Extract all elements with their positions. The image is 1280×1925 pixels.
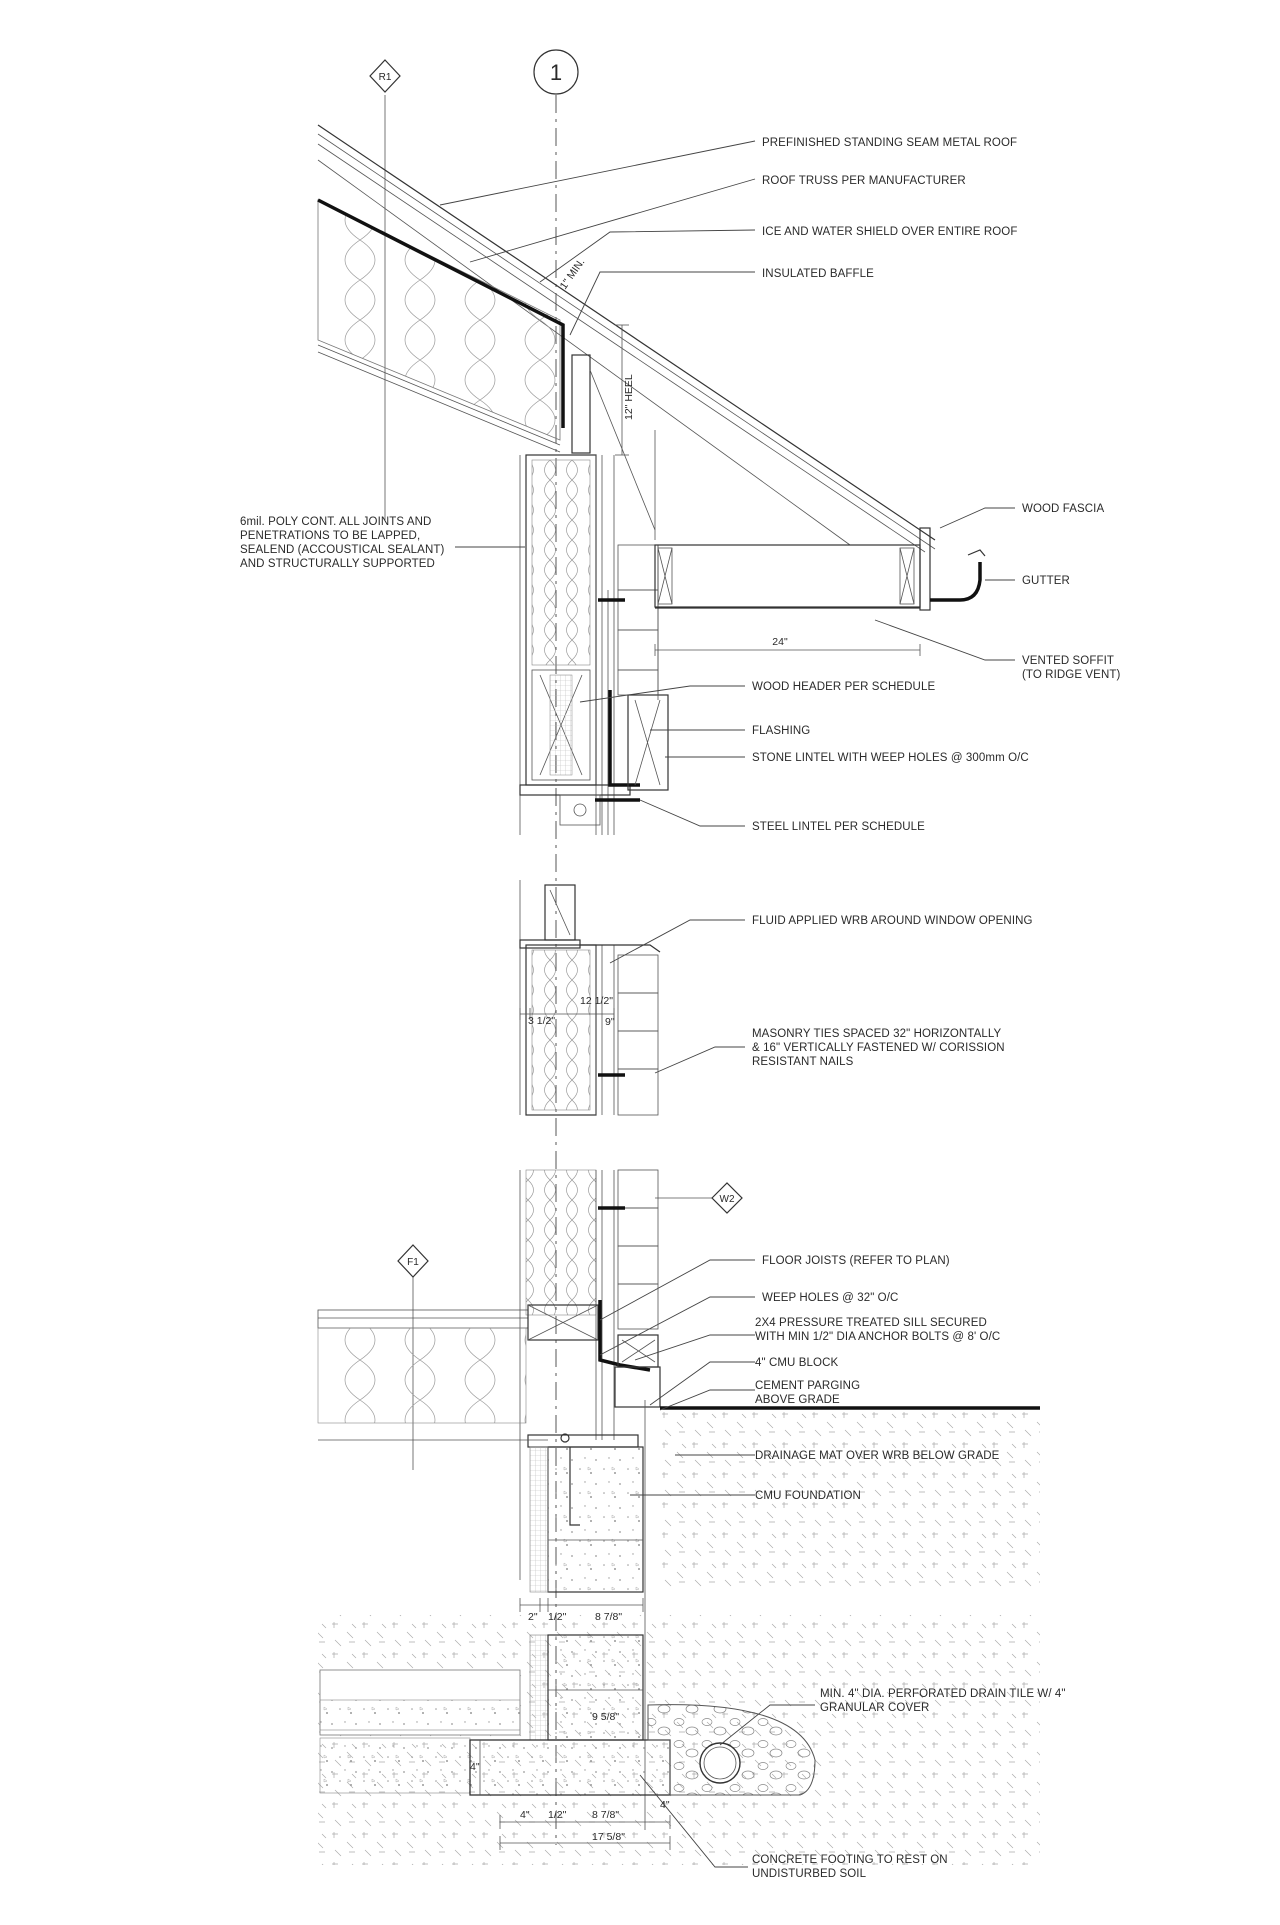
callout-soffit-line-2: (TO RIDGE VENT) [1022,669,1120,681]
dim-found-a: 2" [528,1611,538,1623]
dim-wall-c: 9" [605,1016,615,1028]
callout-poly-line-3: SEALEND (ACCOUSTICAL SEALANT) [240,544,444,556]
tag-f1-label: F1 [407,1257,419,1268]
callout-roof-truss: ROOF TRUSS PER MANUFACTURER [762,175,966,187]
mid-wall [519,880,661,1116]
leaders [439,140,1015,1868]
callout-cmu-block: 4" CMU BLOCK [755,1357,838,1369]
callout-parging-line-2: ABOVE GRADE [755,1394,840,1406]
callout-stone-lintel: STONE LINTEL WITH WEEP HOLES @ 300mm O/C [752,752,1029,764]
dim-wall-b: 12 1/2" [580,995,613,1007]
callout-fluid-wrb: FLUID APPLIED WRB AROUND WINDOW OPENING [752,915,1033,927]
callout-ties-line-3: RESISTANT NAILS [752,1056,854,1068]
callout-header: WOOD HEADER PER SCHEDULE [752,681,935,693]
tag-f1-diamond [397,1244,429,1278]
tag-w2-label: W2 [720,1194,735,1205]
floor-foundation [317,1169,1040,1830]
callout-footing-line-2: UNDISTURBED SOIL [752,1868,867,1880]
callout-baffle: INSULATED BAFFLE [762,268,874,280]
upper-wall [519,454,669,835]
callout-poly-line-2: PENETRATIONS TO BE LAPPED, [240,530,420,542]
dim-overhang: 24" [772,636,788,648]
tag-w2-diamond [711,1182,743,1214]
callout-roof-panel: PREFINISHED STANDING SEAM METAL ROOF [762,137,1017,149]
dim-foot-r: 4" [660,1799,670,1811]
callout-poly-line-4: AND STRUCTURALLY SUPPORTED [240,558,435,570]
dim-foot-mid: 1/2" [548,1809,567,1821]
dim-found-b: 1/2" [548,1611,567,1623]
dim-foot-total: 17 5/8" [592,1831,625,1843]
callout-ice-shield: ICE AND WATER SHIELD OVER ENTIRE ROOF [762,226,1017,238]
callout-weep-holes: WEEP HOLES @ 32" O/C [762,1292,898,1304]
callout-ties-line-1: MASONRY TIES SPACED 32" HORIZONTALLY [752,1028,1001,1040]
callout-footing-line-1: CONCRETE FOOTING TO REST ON [752,1854,948,1866]
footing-detail [318,1615,1040,1865]
callout-steel-lintel: STEEL LINTEL PER SCHEDULE [752,821,925,833]
dim-foot-wall: 9 5/8" [592,1711,619,1723]
roof-assembly [317,124,936,553]
callout-gutter: GUTTER [1022,575,1070,587]
dim-foot-l: 4" [520,1809,530,1821]
callout-sill-line-2: WITH MIN 1/2" DIA ANCHOR BOLTS @ 8' O/C [755,1331,1000,1343]
callout-fascia: WOOD FASCIA [1022,503,1104,515]
dim-heel: 12" HEEL [623,374,635,420]
callout-soffit-line-1: VENTED SOFFIT [1022,655,1114,667]
grid-bubble [533,49,579,95]
callout-drain-tile-line-1: MIN. 4" DIA. PERFORATED DRAIN TILE W/ 4" [820,1688,1066,1700]
dim-min-slope: 1" MIN. [558,256,588,291]
dim-found-c: 8 7/8" [595,1611,622,1623]
callout-cmu-foundation: CMU FOUNDATION [755,1490,861,1502]
callout-drain-tile-line-2: GRANULAR COVER [820,1702,929,1714]
dim-foot-c: 8 7/8" [592,1809,619,1821]
grid-bubble-label: 1 [550,60,562,85]
dim-foot-h: 4" [470,1761,480,1773]
callout-poly-line-1: 6mil. POLY CONT. ALL JOINTS AND [240,516,431,528]
callout-ties-line-2: & 16" VERTICALLY FASTENED W/ CORISSION [752,1042,1005,1054]
dim-wall-a: 3 1/2" [528,1015,555,1027]
tag-r1-label: R1 [379,72,392,83]
tag-r1-diamond [369,59,401,93]
callout-floor-joists: FLOOR JOISTS (REFER TO PLAN) [762,1255,950,1267]
callout-sill-line-1: 2X4 PRESSURE TREATED SILL SECURED [755,1317,987,1329]
callout-flashing: FLASHING [752,725,810,737]
callout-parging-line-1: CEMENT PARGING [755,1380,860,1392]
eave-soffit [654,527,986,656]
callout-drainage-mat: DRAINAGE MAT OVER WRB BELOW GRADE [755,1450,1000,1462]
